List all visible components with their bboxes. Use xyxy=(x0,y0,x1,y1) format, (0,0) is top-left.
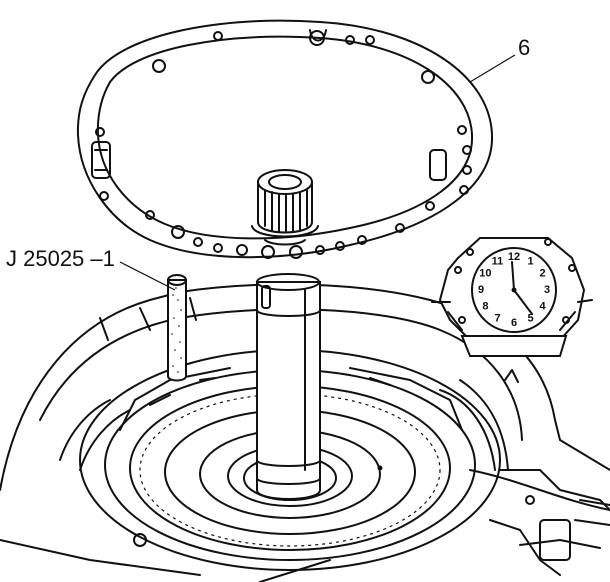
clock-numeral: 10 xyxy=(479,267,491,279)
clock-numeral: 7 xyxy=(494,313,500,325)
shaft-spline xyxy=(251,169,319,246)
callout-gasket-6: 6 xyxy=(518,35,530,60)
input-shaft xyxy=(256,273,321,500)
clock-numeral: 11 xyxy=(492,255,504,267)
tool-j25025-1 xyxy=(119,261,187,382)
clock-numeral: 8 xyxy=(482,300,488,312)
clock-numeral: 12 xyxy=(508,251,520,263)
clock-numeral: 1 xyxy=(527,255,533,267)
clock-numeral: 9 xyxy=(478,284,484,296)
clock-numeral: 5 xyxy=(527,313,533,325)
clock-numeral: 6 xyxy=(511,317,517,329)
callout-tool-j25025-1: J 25025 –1 xyxy=(6,246,115,271)
clock-numeral: 2 xyxy=(540,267,546,279)
inset-bolts xyxy=(454,238,576,324)
clock-numeral: 3 xyxy=(544,284,550,296)
clock-numeral: 4 xyxy=(540,300,547,312)
case-gasket xyxy=(76,19,516,259)
gasket-bolt-holes xyxy=(95,30,472,259)
clock-hour-hand xyxy=(513,289,533,315)
clock-minute-hand xyxy=(511,261,515,291)
